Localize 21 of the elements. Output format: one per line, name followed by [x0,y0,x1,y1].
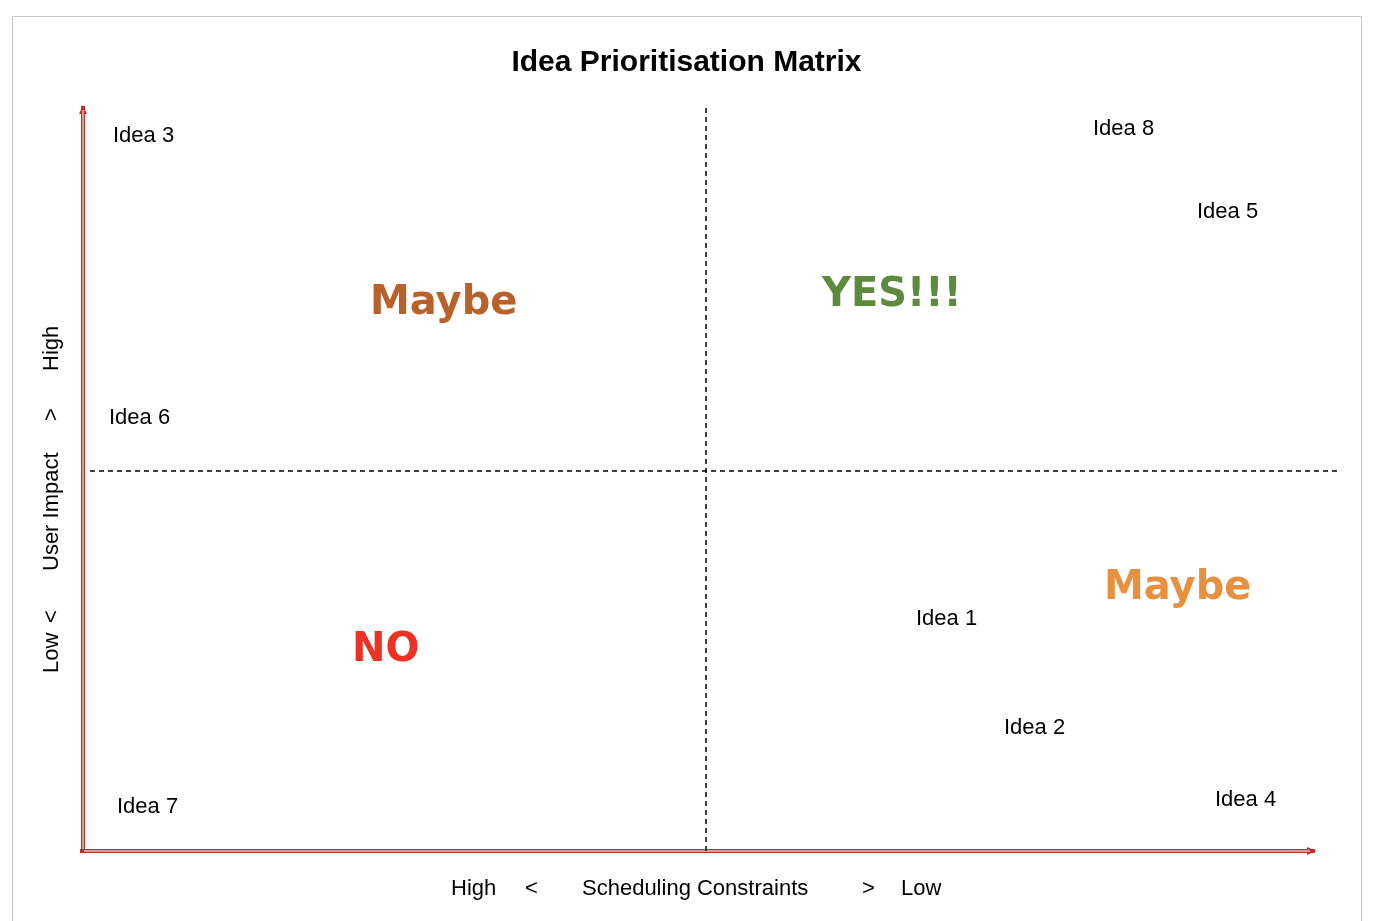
axis-symbol: > [37,408,63,421]
idea-label: Idea 4 [1215,788,1277,810]
idea-label: Idea 7 [117,795,179,817]
idea-label: Idea 6 [109,406,171,428]
axis-title: User Impact [37,452,63,571]
idea-label: Idea 1 [916,607,978,629]
idea-label: Idea 8 [1093,117,1155,139]
axis-label: Low [901,877,942,899]
chart-title: Idea Prioritisation Matrix [510,43,863,79]
axis-title: Scheduling Constraints [582,877,809,899]
axis-symbol: < [525,877,538,899]
quadrant-label: NO [352,627,420,667]
axis-label: High [37,325,63,371]
axis-label: High [451,877,497,899]
axis-label: Low [37,632,63,673]
axis-symbol: > [862,877,875,899]
axis-symbol: < [37,610,63,623]
idea-label: Idea 3 [113,124,175,146]
idea-label: Idea 2 [1004,716,1066,738]
idea-label: Idea 5 [1197,200,1259,222]
quadrant-label: YES!!! [822,272,962,312]
